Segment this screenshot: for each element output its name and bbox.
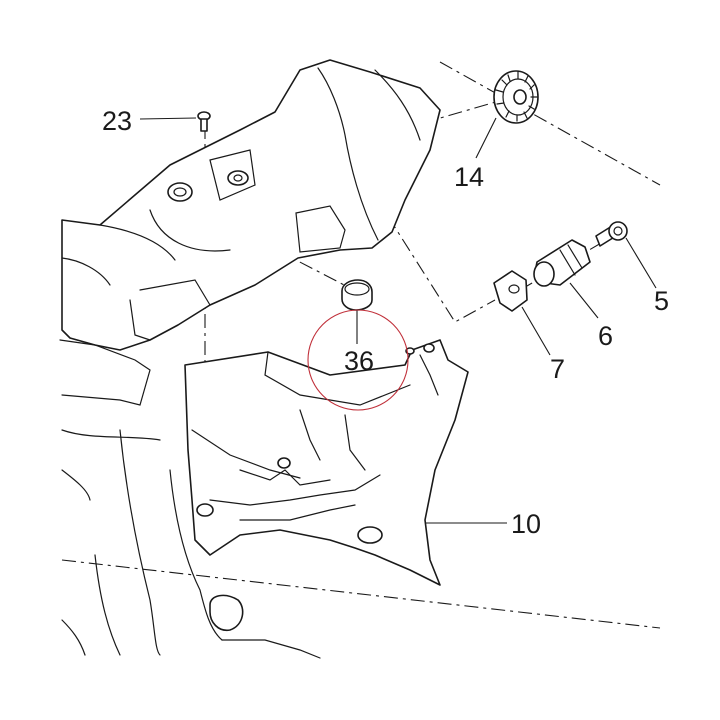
rubber-mount <box>209 594 244 632</box>
part-6-well-nut <box>533 239 599 319</box>
callout-6: 6 <box>598 321 613 351</box>
mount-hole-left <box>167 182 193 202</box>
part-14-lock-washer <box>475 70 539 159</box>
callout-5: 5 <box>654 286 669 316</box>
part-36-grommet <box>341 279 373 344</box>
callout-14: 14 <box>454 162 484 192</box>
highlight-circle <box>307 309 409 411</box>
part-7-speed-nut <box>493 270 551 356</box>
grommet-seat <box>357 526 383 544</box>
part-5-screw <box>595 221 657 289</box>
callout-10: 10 <box>511 509 541 539</box>
mount-hole-right <box>227 170 249 186</box>
callout-7: 7 <box>550 354 565 384</box>
callout-23: 23 <box>102 106 132 136</box>
lower-body-part <box>61 429 321 659</box>
part-23-screw <box>139 111 211 132</box>
upper-fairing-part <box>59 59 441 406</box>
part-10-lower-panel <box>184 339 469 632</box>
callout-36: 36 <box>344 346 374 376</box>
